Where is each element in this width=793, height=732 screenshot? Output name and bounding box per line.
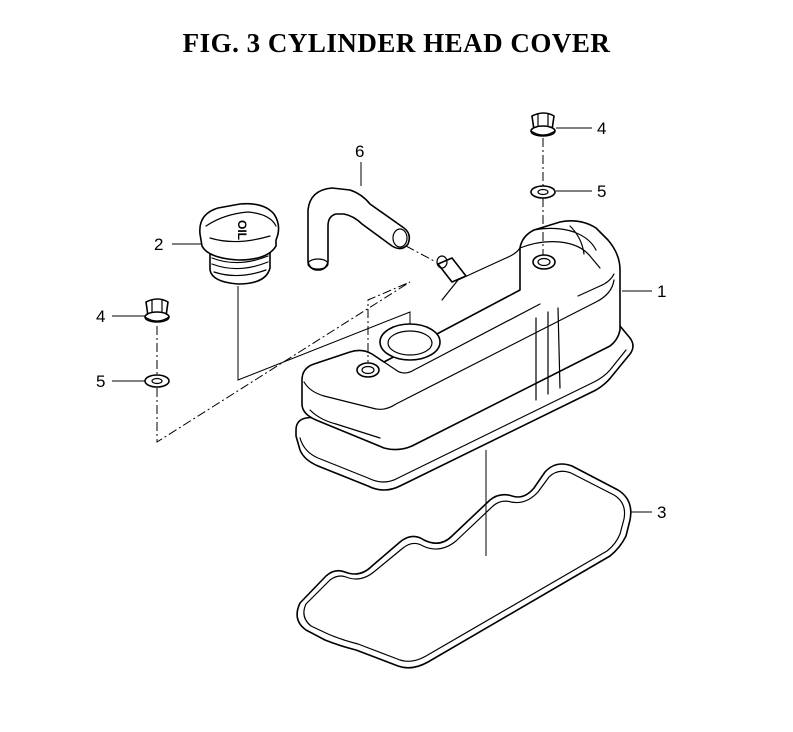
figure-title: FIG. 3 CYLINDER HEAD COVER	[182, 28, 611, 58]
callout-washer-left: 5	[96, 372, 105, 391]
callout-gasket: 3	[657, 503, 666, 522]
callout-leaders	[112, 127, 652, 513]
washer-right-part	[530, 185, 556, 199]
assembly-lines	[156, 138, 544, 556]
nut-left-part	[144, 298, 170, 323]
washer-left-part	[144, 374, 170, 388]
oil-filler-cap-part: OIL	[199, 202, 280, 285]
breather-hose-part	[307, 187, 411, 271]
callout-washer-right: 5	[597, 182, 606, 201]
callout-oil-cap: 2	[154, 235, 163, 254]
cylinder-head-cover-part	[295, 220, 634, 491]
gasket-part	[296, 463, 632, 669]
oil-cap-marking: OIL	[235, 220, 249, 240]
callout-cover: 1	[657, 282, 666, 301]
nut-right-part	[530, 112, 556, 137]
callout-nut-right: 4	[597, 119, 606, 138]
callout-nut-left: 4	[96, 307, 105, 326]
callout-breather-hose: 6	[355, 142, 364, 161]
